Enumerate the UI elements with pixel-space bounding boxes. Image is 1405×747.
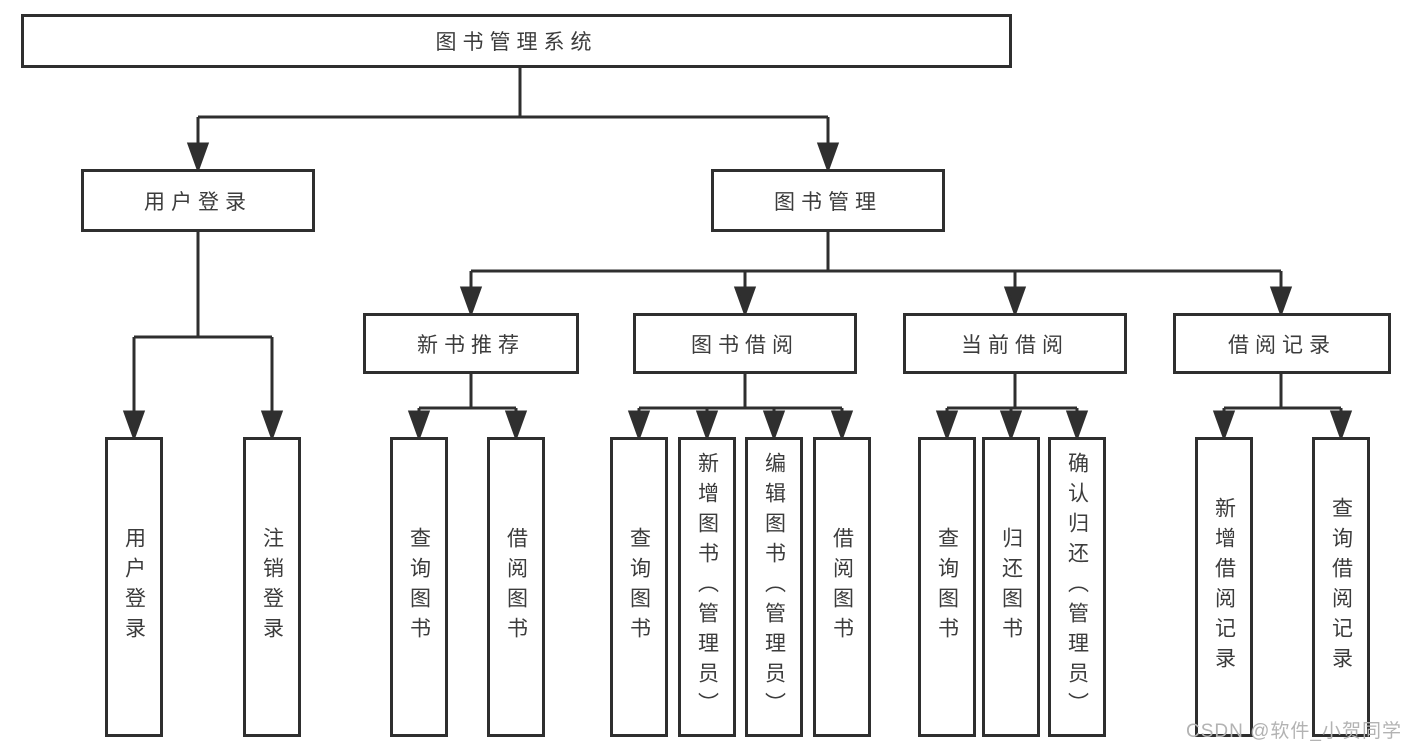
node-user-login-label: 用户登录 (144, 190, 252, 214)
leaf-current-query-label: 查询图书 (935, 527, 959, 647)
connector-root-to-level2 (186, 68, 840, 174)
leaf-current-confirm-admin-label: 确认归还（管理员） (1065, 452, 1089, 722)
leaf-current-query: 查询图书 (918, 437, 976, 737)
leaf-current-return-label: 归还图书 (999, 527, 1023, 647)
leaf-records-query: 查询借阅记录 (1312, 437, 1370, 737)
csdn-watermark: CSDN @软件_小贺同学 (1186, 721, 1402, 742)
leaf-logout-label: 注销登录 (260, 527, 284, 647)
leaf-newbooks-query: 查询图书 (390, 437, 448, 737)
node-root-label: 图书管理系统 (435, 31, 598, 54)
node-current-borrow: 当前借阅 (903, 313, 1127, 374)
leaf-user-login: 用户登录 (105, 437, 163, 737)
leaf-borrow-query: 查询图书 (610, 437, 668, 737)
leaf-borrow-borrow-label: 借阅图书 (830, 527, 854, 647)
connector-records-to-leaves (1212, 374, 1353, 442)
node-user-login: 用户登录 (81, 169, 315, 232)
leaf-records-query-label: 查询借阅记录 (1329, 497, 1353, 677)
leaf-borrow-edit-admin-label: 编辑图书（管理员） (762, 452, 786, 722)
node-new-book-recommend-label: 新书推荐 (417, 333, 525, 357)
node-book-borrow-label: 图书借阅 (691, 333, 799, 357)
leaf-newbooks-borrow-label: 借阅图书 (504, 527, 528, 647)
connector-userlogin-to-leaves (122, 232, 284, 442)
leaf-current-confirm-admin: 确认归还（管理员） (1048, 437, 1106, 737)
leaf-records-add: 新增借阅记录 (1195, 437, 1253, 737)
node-book-management-label: 图书管理 (774, 190, 882, 214)
leaf-current-return: 归还图书 (982, 437, 1040, 737)
connector-newbooks-to-leaves (407, 374, 528, 442)
leaf-records-add-label: 新增借阅记录 (1212, 497, 1236, 677)
leaf-borrow-edit-admin: 编辑图书（管理员） (745, 437, 803, 737)
node-new-book-recommend: 新书推荐 (363, 313, 579, 374)
leaf-newbooks-borrow: 借阅图书 (487, 437, 545, 737)
leaf-borrow-add-admin-label: 新增图书（管理员） (695, 452, 719, 722)
node-borrow-records-label: 借阅记录 (1228, 333, 1336, 357)
connector-bookmgmt-to-level3 (459, 232, 1293, 318)
leaf-newbooks-query-label: 查询图书 (407, 527, 431, 647)
node-book-borrow: 图书借阅 (633, 313, 857, 374)
leaf-borrow-borrow: 借阅图书 (813, 437, 871, 737)
leaf-user-login-label: 用户登录 (122, 527, 146, 647)
node-root: 图书管理系统 (21, 14, 1012, 68)
leaf-borrow-query-label: 查询图书 (627, 527, 651, 647)
leaf-logout: 注销登录 (243, 437, 301, 737)
node-current-borrow-label: 当前借阅 (961, 333, 1069, 357)
connector-bookborrow-to-leaves (627, 374, 854, 442)
node-borrow-records: 借阅记录 (1173, 313, 1391, 374)
node-book-management: 图书管理 (711, 169, 945, 232)
connector-currentborrow-to-leaves (935, 374, 1089, 442)
leaf-borrow-add-admin: 新增图书（管理员） (678, 437, 736, 737)
